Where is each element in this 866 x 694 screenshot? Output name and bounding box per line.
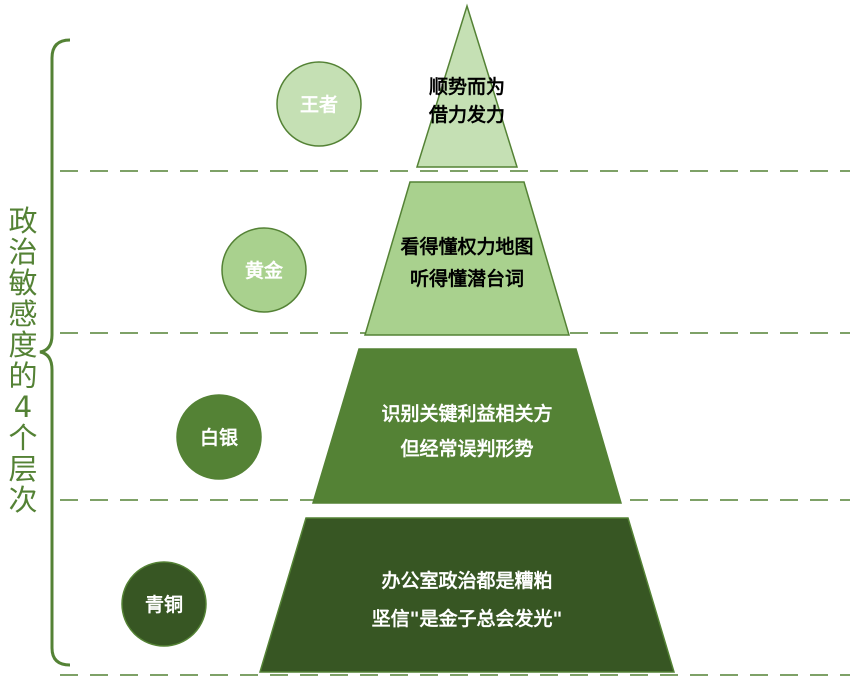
level-2-badge-text: 黄金 xyxy=(245,259,284,282)
level-4-line-2: 坚信"是金子总会发光" xyxy=(372,607,563,630)
level-3-badge xyxy=(176,394,262,480)
level-4-badge-text: 青铜 xyxy=(145,593,183,616)
pyramid-level-3 xyxy=(311,348,623,504)
level-4-badge xyxy=(121,561,207,647)
level-1-line-1: 顺势而为 xyxy=(429,75,505,98)
side-title: 政治敏感度的4个层次 xyxy=(8,204,38,517)
level-1-badge-text: 王者 xyxy=(300,94,338,116)
level-2-line-2: 听得懂潜台词 xyxy=(410,267,524,290)
level-2-line-1: 看得懂权力地图 xyxy=(399,235,533,258)
level-2-badge xyxy=(221,227,307,313)
level-1-line-2: 借力发力 xyxy=(428,103,505,126)
level-4-line-1: 办公室政治都是糟粕 xyxy=(381,569,552,592)
level-3-line-1: 识别关键利益相关方 xyxy=(381,402,552,425)
pyramid-level-1 xyxy=(415,3,519,168)
level-3-line-2: 但经常误判形势 xyxy=(400,437,533,460)
pyramid-level-4 xyxy=(258,517,676,673)
level-3-badge-text: 白银 xyxy=(200,426,239,449)
left-brace xyxy=(39,38,71,667)
pyramid-level-2 xyxy=(363,181,571,336)
level-1-badge xyxy=(276,61,362,147)
